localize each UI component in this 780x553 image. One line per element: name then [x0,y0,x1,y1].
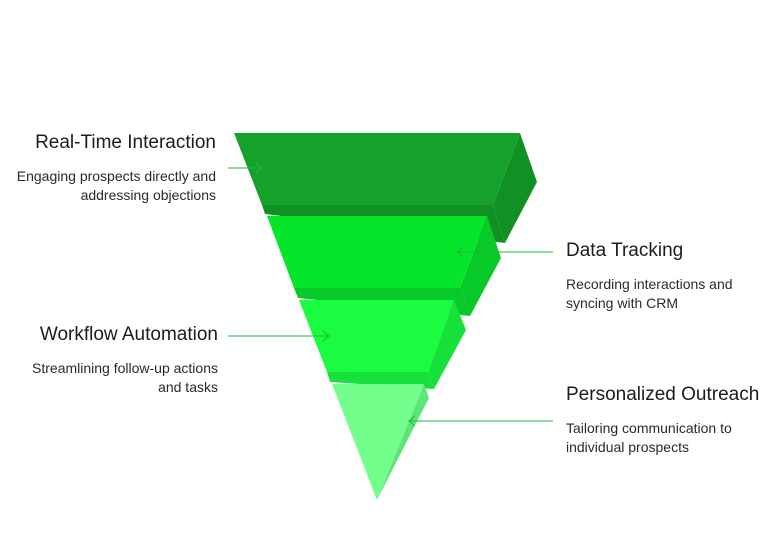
connector-2-arrow [456,246,464,258]
stage-title: Personalized Outreach [566,384,760,405]
funnel-level-3 [299,300,466,389]
stage-description: Tailoring communication to individual pr… [566,420,732,455]
funnel-level-1-face [234,133,520,205]
funnel-level-1-side [493,133,537,243]
funnel-level-3-face [299,300,454,372]
connector-4-arrow [408,415,416,427]
connector-3 [228,330,330,342]
stage-label-data-tracking: Data Tracking Recording interactions and… [566,239,766,313]
stage-title: Data Tracking [566,240,684,261]
stage-label-personalized-outreach: Personalized Outreach Tailoring communic… [566,383,766,457]
funnel-level-4 [332,384,429,500]
connector-2 [456,246,553,258]
funnel-level-4-face [332,384,424,500]
stage-title: Workflow Automation [39,324,218,345]
stage-description: Streamlining follow-up actions and tasks [32,360,218,395]
funnel-level-3-side [428,300,466,389]
funnel-level-2-face [267,216,487,288]
stage-label-workflow-automation: Workflow Automation Streamlining follow-… [8,323,218,397]
connector-1 [228,162,263,174]
connector-4 [408,415,553,427]
stage-description: Recording interactions and syncing with … [566,276,733,311]
stage-description: Engaging prospects directly and addressi… [16,168,216,203]
stage-label-real-time-interaction: Real-Time Interaction Engaging prospects… [8,131,216,205]
funnel-level-2-side [460,216,501,316]
connector-3-arrow [322,330,330,342]
funnel-level-4-side [377,384,429,500]
connector-1-arrow [255,162,263,174]
stage-title: Real-Time Interaction [35,132,216,153]
